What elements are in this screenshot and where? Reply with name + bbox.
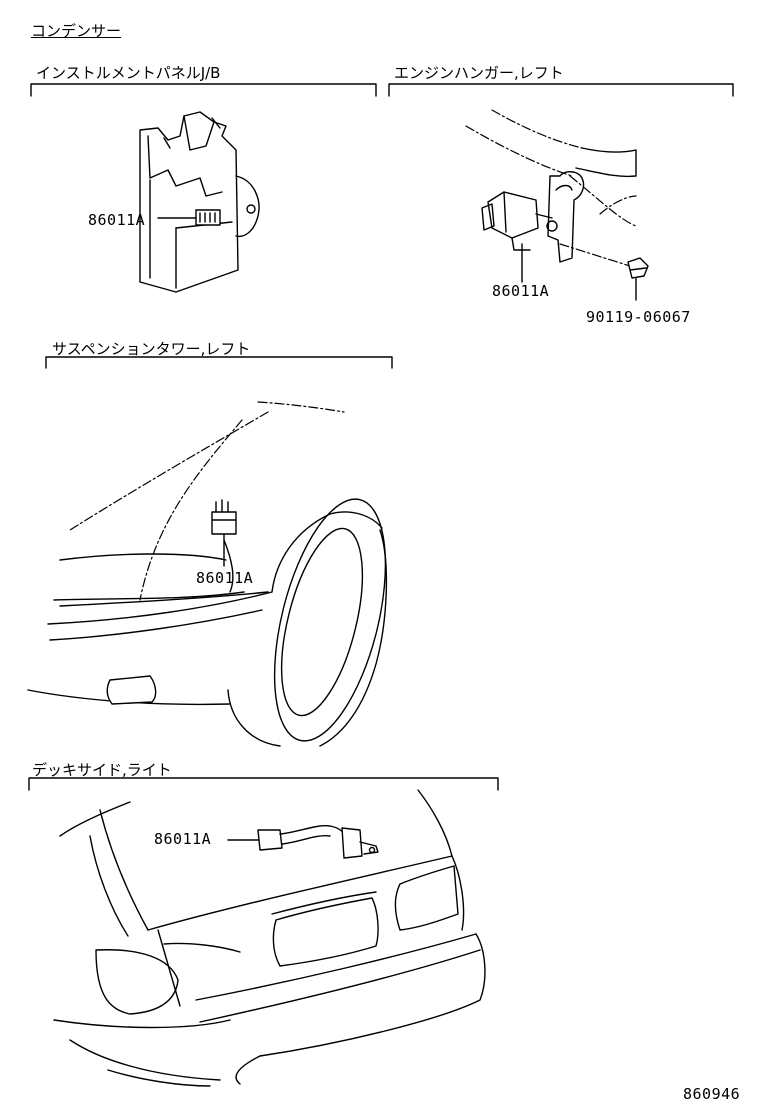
junction-block-illustration [139,111,260,293]
part-label-90119-06067: 90119-06067 [586,308,691,326]
part-label-86011a-jb: 86011A [88,211,146,229]
connector-86011a-suspension [211,499,237,567]
car-front-illustration [27,401,388,747]
section-bracket-instrument-panel [30,83,377,97]
bolt-90119-06067 [627,257,649,301]
section-title-deck-side-right: デッキサイド,ライト [32,761,172,779]
part-label-86011a-deck: 86011A [154,830,212,848]
section-bracket-deck-side [28,777,499,791]
part-label-86011a-engine-hanger: 86011A [492,282,550,300]
section-bracket-suspension-tower [45,356,393,369]
section-title-instrument-panel-jb: インストルメントパネルJ/B [36,64,221,82]
section-title-suspension-tower-left: サスペンションタワー,レフト [52,340,251,358]
connector-86011a-jb [157,209,221,226]
engine-hanger-illustration [465,109,637,267]
section-bracket-engine-hanger [388,83,734,97]
part-label-86011a-suspension: 86011A [196,569,254,587]
figure-number: 860946 [683,1085,741,1103]
section-title-engine-hanger-left: エンジンハンガー,レフト [394,64,564,82]
car-rear-illustration [53,789,486,1087]
connector-86011a-deck [227,824,379,859]
main-title: コンデンサー [31,22,122,40]
